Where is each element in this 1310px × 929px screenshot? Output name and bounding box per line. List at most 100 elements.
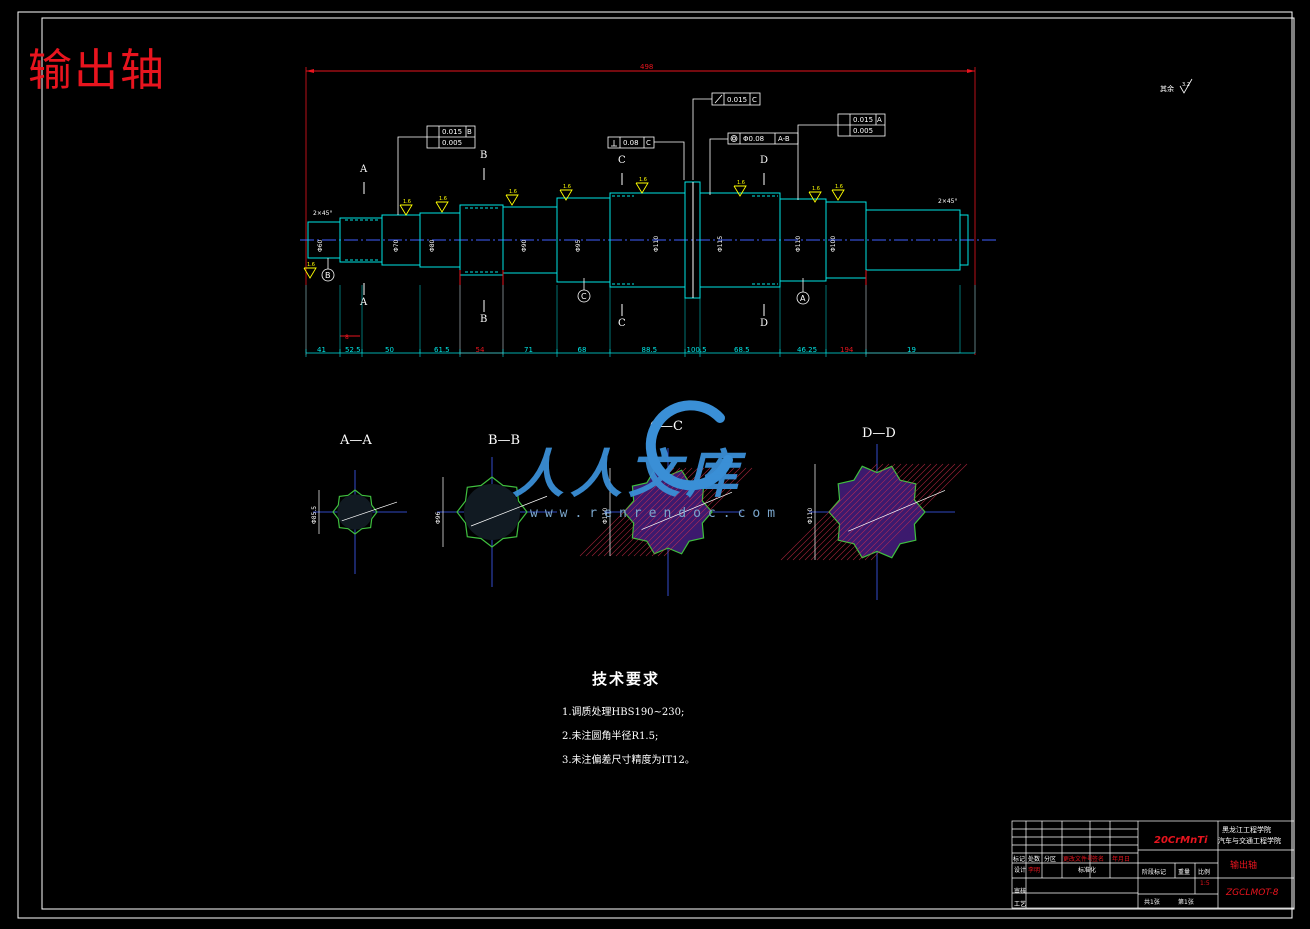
roughness-symbol: [635, 182, 649, 194]
section-cut-label: C: [618, 318, 626, 329]
section-cut-label: A: [359, 297, 368, 308]
diameter-label: Φ110: [795, 236, 802, 252]
title-block: 20CrMnTi 黑龙江工程学院 汽车与交通工程学院 输出轴 ZGCLMOT-8…: [1012, 821, 1294, 908]
overall-length-text: 498: [640, 63, 653, 71]
gdt-b-runout-datum: B: [467, 128, 472, 136]
cross-section: Φ85.5 A—A: [311, 433, 407, 574]
diameter-label: Φ90: [521, 239, 528, 252]
bottom-dim-text: 194: [840, 346, 854, 354]
finish-note-value: 3.2: [1182, 82, 1190, 88]
section-dim: Φ96: [435, 511, 442, 524]
tech-item-3: 3.未注偏差尺寸精度为IT12。: [562, 755, 695, 766]
bottom-dim-text: 41: [317, 346, 326, 354]
section-dim: Φ110: [807, 508, 814, 524]
bottom-dim-text: 50: [385, 346, 394, 354]
overall-dimension: 498: [305, 63, 976, 355]
bottom-dim-text: 61.5: [434, 346, 450, 354]
roughness-symbol: [808, 191, 822, 203]
tb-weight-label: 重量: [1178, 869, 1191, 876]
diameter-label: Φ100: [830, 236, 837, 252]
red-step-lines: [340, 270, 960, 355]
roughness-symbol: [733, 185, 747, 197]
tb-row-label-3: 分区: [1044, 856, 1057, 863]
section-title: A—A: [339, 433, 372, 448]
tb-sheet-text: 共1张: [1144, 899, 1160, 906]
chamfer-left-text: 2×45°: [313, 210, 332, 217]
gdt-runout-c-datum: C: [752, 96, 757, 104]
roughness-value: 1.6: [835, 184, 843, 190]
tb-material: 20CrMnTi: [1154, 835, 1208, 846]
tb-school-line1: 黑龙江工程学院: [1222, 826, 1271, 834]
drawing-title: 输出轴: [28, 45, 166, 96]
gdt-a-runout-value: 0.015: [853, 116, 873, 124]
roughness-symbols: 1.6 1.6 1.6 1.6 1.6 1.6 1.6 1.6 1.6: [303, 177, 845, 279]
bottom-dim-text: 100.5: [687, 346, 707, 354]
diameter-label: Φ80: [429, 239, 436, 252]
datum-symbols: B C A: [321, 258, 810, 305]
roughness-symbol: [435, 201, 449, 213]
bottom-dim-text: 52.5: [345, 346, 361, 354]
technical-requirements: 技术要求 1.调质处理HBS190~230; 2.未注圆角半径R1.5; 3.未…: [562, 668, 695, 775]
gdt-a-flat-value: 0.005: [853, 127, 873, 135]
chamfer-right-text: 2×45°: [938, 198, 957, 205]
title-block-lines: [1011, 820, 1295, 909]
watermark-logo-icon: [645, 400, 733, 491]
roughness-value: 1.6: [639, 177, 647, 183]
tb-std-label: 标准化: [1078, 867, 1097, 874]
tb-row-label-4: 更改文件号: [1063, 856, 1094, 863]
section-cut-label: B: [480, 150, 487, 161]
gdt-b-flat-value: 0.005: [442, 139, 462, 147]
diameter-label: Φ95: [575, 239, 582, 252]
gdt-frames: 0.015 C 0.015 B 0.005 0.08 C Φ0.08 A-B: [397, 92, 886, 215]
diameter-label: Φ60: [317, 239, 324, 252]
section-cut-label: C: [618, 155, 626, 166]
roughness-value: 1.6: [439, 196, 447, 202]
tb-school-line2: 汽车与交通工程学院: [1218, 837, 1281, 845]
roughness-value: 1.6: [509, 189, 517, 195]
gdt-perp-datum: C: [646, 139, 651, 147]
tech-item-1: 1.调质处理HBS190~230;: [562, 707, 685, 718]
section-cut-label: A: [359, 164, 368, 175]
roughness-value: 1.6: [403, 199, 411, 205]
tb-design-label: 设计: [1014, 867, 1027, 874]
roughness-symbol: [505, 194, 519, 206]
bottom-dim-text: 68: [578, 346, 587, 354]
roughness-symbol: [831, 189, 845, 201]
tb-scale: 1:5: [1200, 880, 1210, 887]
bottom-dim-text: 19: [907, 346, 916, 354]
tb-row-label-6: 年月日: [1112, 856, 1131, 863]
roughness-value: 1.6: [812, 186, 820, 192]
roughness-value: 1.6: [307, 262, 315, 268]
finish-note-text: 其余: [1160, 84, 1174, 93]
diameter-label: Φ110: [653, 236, 660, 252]
tb-designer: 李明: [1028, 867, 1041, 874]
tb-part-name: 输出轴: [1230, 861, 1258, 871]
shaft-profile: [307, 181, 969, 299]
tb-row-label-2: 处数: [1028, 856, 1041, 863]
roughness-symbol: [303, 267, 317, 279]
roughness-value: 1.6: [737, 180, 745, 186]
bottom-dim-text: 71: [524, 346, 533, 354]
section-cut-label: D: [760, 155, 768, 166]
inner-frame: [41, 17, 1295, 910]
dim-small-text: 8: [345, 334, 349, 341]
tech-heading: 技术要求: [592, 670, 661, 688]
section-cut-label: B: [480, 314, 487, 325]
roughness-symbol: [559, 189, 573, 201]
section-title: D—D: [862, 426, 896, 441]
watermark-text: 人人文库: [512, 445, 745, 505]
section-cut-label: D: [760, 318, 768, 329]
section-dim: Φ85.5: [311, 506, 318, 524]
shaft-step: [959, 214, 969, 266]
bottom-dim-text: 68.5: [734, 346, 750, 354]
datum-a-label: A: [800, 294, 806, 303]
tb-stage-label: 阶段标记: [1142, 869, 1167, 876]
roughness-value: 1.6: [563, 184, 571, 190]
gdt-runout-c-value: 0.015: [727, 96, 747, 104]
gdt-perp-value: 0.08: [623, 139, 639, 147]
